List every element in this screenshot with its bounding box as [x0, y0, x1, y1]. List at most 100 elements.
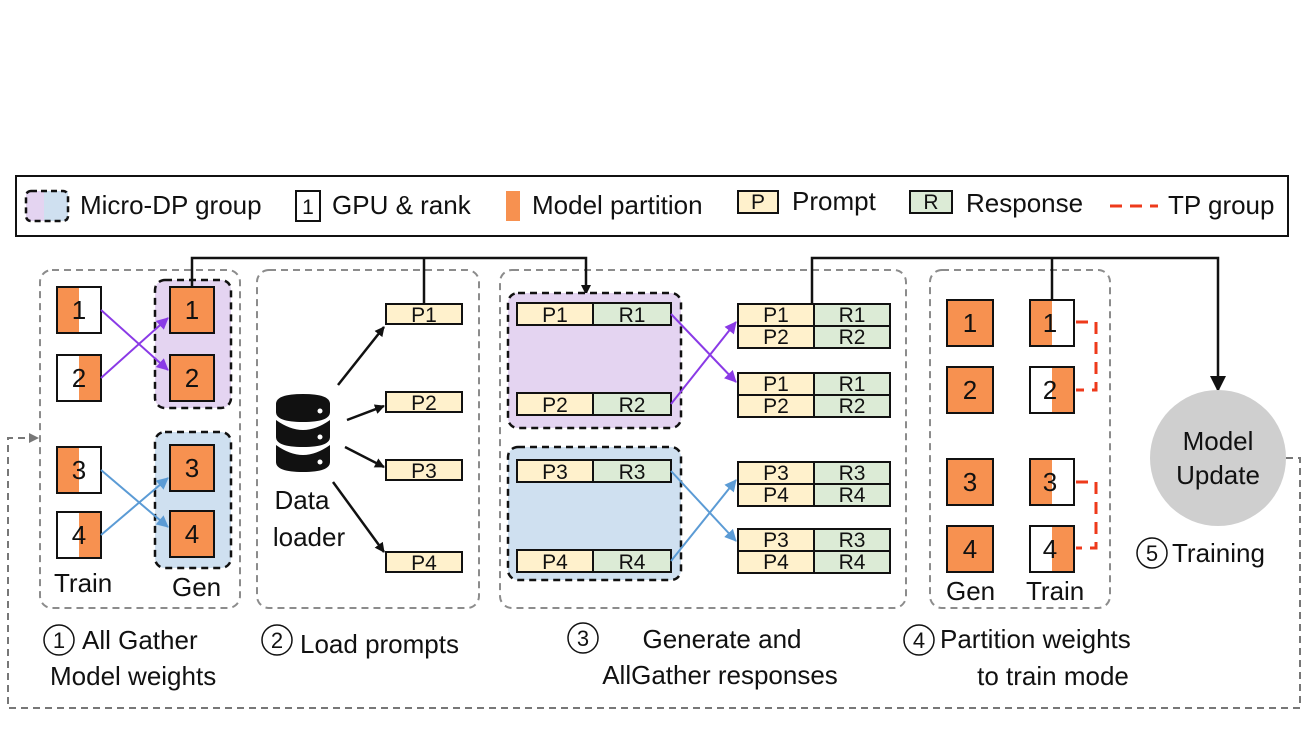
stage4-train-gpu-1-label: 1	[1043, 308, 1057, 338]
gathered-4-row1-prompt: P3	[763, 529, 789, 552]
prompt-box-p1-label: P1	[411, 304, 437, 327]
legend-response-swatch	[909, 190, 953, 214]
stage5-caption-number: 5	[1146, 541, 1158, 566]
stage4-gen-gpu-1: 1	[946, 299, 994, 347]
loader-arrow-p2	[346, 404, 385, 422]
loader-arrow-p3	[344, 445, 385, 469]
model-update-line1: Model	[1183, 426, 1254, 456]
gathered-2-row2-response: R2	[839, 395, 866, 418]
prompt-box-p3-label: P3	[411, 460, 437, 483]
stage3-row-p3r3: P3 R3	[516, 459, 672, 484]
stage4-caption: 4 Partition weights to train mode	[903, 624, 1131, 691]
stage1-train-gpu-1-label: 1	[72, 295, 86, 325]
stage4-train-gpu-2: 2	[1029, 366, 1075, 414]
gathered-3-row2-prompt: P4	[763, 484, 789, 507]
data-loader-label-line2: loader	[273, 522, 346, 552]
legend-prompt-glyph: P	[751, 191, 765, 214]
stage1-train-gpu-2-label: 2	[72, 363, 86, 393]
gathered-3-row1-prompt: P3	[763, 462, 789, 485]
stage4-gen-gpu-4: 4	[946, 525, 994, 573]
feedback-loop	[7, 433, 1301, 709]
gathered-1-row2-prompt: P2	[763, 326, 789, 349]
stage1-gen-gpu-1: 1	[169, 286, 215, 334]
stage4-train-gpu-1: 1	[1029, 299, 1075, 347]
stage4: 1 2 3 4 1 2 3	[903, 299, 1131, 691]
stage3-row-p2r2-response: R2	[619, 394, 646, 417]
stage1-arrow-3-to-4	[100, 469, 169, 528]
gathered-3-row2-response: R4	[839, 484, 866, 507]
stage4-train-gpu-4: 4	[1029, 525, 1075, 573]
stage4-gen-label: Gen	[946, 576, 995, 606]
stage1-gen-gpu-2-label: 2	[185, 363, 199, 393]
stage3-arrow-top-b	[670, 321, 737, 405]
stage1: 1 2 3 4 1 2 3	[43, 278, 233, 691]
stage3-row-p4r4: P4 R4	[516, 549, 672, 574]
stage3-panel	[499, 269, 907, 609]
flow-line-to-update	[810, 256, 1226, 392]
stage4-train-gpu-3: 3	[1029, 458, 1075, 506]
stage1-caption-line2: Model weights	[50, 661, 216, 691]
legend-prompt-swatch	[737, 190, 779, 214]
stage3-row-p3r3-prompt: P3	[542, 461, 568, 484]
stage3-caption-line2: AllGather responses	[602, 660, 838, 690]
stage1-train-gpu-4-label: 4	[72, 520, 86, 550]
stage4-caption-line2: to train mode	[977, 661, 1129, 691]
database-icon	[276, 394, 330, 472]
gathered-4-row1-response: R3	[839, 529, 866, 552]
loader-arrow-p4	[331, 481, 386, 553]
stage3: P1 R1 P2 R2 P3 R3 P4 R4	[506, 291, 891, 690]
stage3-arrow-top-a	[670, 313, 737, 383]
stage1-caption-number: 1	[53, 628, 65, 653]
prompt-box-p4: P4	[385, 551, 463, 575]
stage4-gen-gpu-3: 3	[946, 458, 994, 506]
stage3-gathered-block-2: P1 R1 P2 R2	[737, 372, 891, 418]
stage4-gen-gpu-4-label: 4	[963, 534, 977, 564]
prompt-box-p1: P1	[385, 303, 463, 327]
legend-response-label: Response	[966, 188, 1083, 218]
stage1-train-gpu-3: 3	[56, 446, 102, 494]
stage4-tp-group-top	[1076, 320, 1098, 392]
flow-line-top	[190, 256, 591, 295]
stage4-gen-gpu-1-label: 1	[963, 308, 977, 338]
stage1-gen-gpu-4: 4	[169, 510, 215, 558]
stage1-train-label: Train	[54, 568, 112, 598]
model-update-line2: Update	[1176, 460, 1260, 490]
legend-gpu-swatch	[295, 190, 321, 222]
legend-frame	[15, 175, 1289, 237]
legend-partition-swatch	[506, 191, 520, 221]
stage1-gen-label: Gen	[172, 572, 221, 602]
gathered-2-row1-response: R1	[839, 373, 866, 396]
stage1-arrow-2-to-1	[100, 317, 169, 379]
legend-partition-label: Model partition	[532, 190, 703, 220]
stage2: Data loader P1 P2 P3 P4 2 Load prompts	[261, 303, 463, 659]
stage1-gen-gpu-2: 2	[169, 354, 215, 402]
stage1-gen-gpu-3-label: 3	[185, 453, 199, 483]
legend-micro-dp-swatch	[24, 189, 70, 223]
loader-arrow-p1	[337, 326, 385, 386]
stage1-panel	[39, 269, 241, 609]
stage4-train-gpu-4-label: 4	[1043, 534, 1057, 564]
gathered-1-row1-response: R1	[839, 304, 866, 327]
stage1-gen-gpu-1-label: 1	[185, 295, 199, 325]
legend-tp-label: TP group	[1168, 190, 1274, 220]
stage2-caption-number: 2	[271, 628, 283, 653]
stage5: Model Update 5 Training	[1136, 390, 1286, 569]
stage1-train-gpu-1: 1	[56, 286, 102, 334]
stage3-caption-number: 3	[577, 626, 589, 651]
model-update-circle	[1150, 390, 1286, 526]
stage1-train-gpu-2: 2	[56, 354, 102, 402]
stage4-caption-line1: Partition weights	[940, 624, 1131, 654]
stage4-tp-group-bottom	[1076, 480, 1098, 550]
stage3-caption-line1: Generate and	[642, 624, 801, 654]
stage3-row-p3r3-response: R3	[619, 461, 646, 484]
stage4-panel	[929, 269, 1111, 609]
legend-gpu-label: GPU & rank	[332, 190, 472, 220]
stage3-row-p1r1: P1 R1	[516, 302, 672, 327]
gathered-2-row2-prompt: P2	[763, 395, 789, 418]
stage4-caption-number: 4	[913, 628, 925, 653]
legend-response-glyph: R	[923, 191, 938, 214]
stage1-caption-line1: All Gather	[82, 625, 198, 655]
stage3-gathered-block-3: P3 R3 P4 R4	[737, 461, 891, 507]
gathered-3-row1-response: R3	[839, 462, 866, 485]
